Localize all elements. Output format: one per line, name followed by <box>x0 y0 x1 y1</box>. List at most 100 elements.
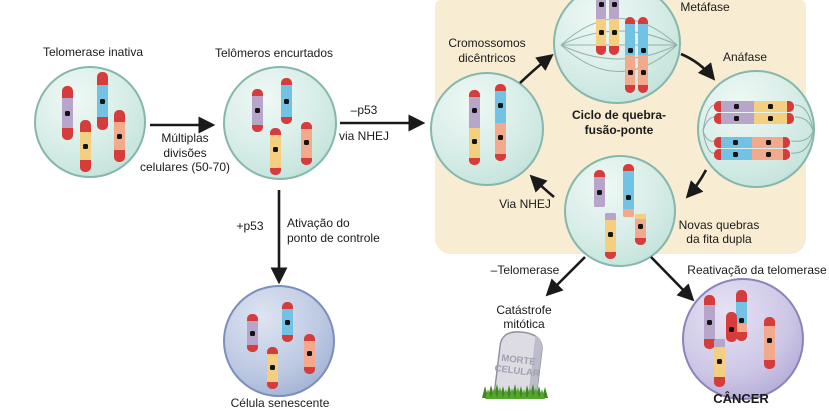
label-via-nhej-1: via NHEJ <box>338 129 390 143</box>
centromere-dot <box>273 146 278 152</box>
label-via-nhej-2: Via NHEJ <box>499 197 551 211</box>
cell-telomerase-inativa <box>34 66 146 178</box>
centromere-dot <box>307 350 312 356</box>
centromere-dot <box>472 138 477 144</box>
centromere-dot <box>729 326 734 332</box>
label-telomerase-inativa: Telomerase inativa <box>42 45 144 59</box>
spindle-fibers-metaphase <box>560 18 678 72</box>
centromere-dot <box>733 116 739 121</box>
centromere-dot <box>284 98 289 104</box>
cell-cromossomos-dicentricos <box>430 72 544 186</box>
chromosome <box>97 72 108 130</box>
label-catastrofe-mitotica: Catástrofe mitótica <box>496 303 552 331</box>
label-anafase: Anáfase <box>722 50 768 64</box>
centromere-dot <box>732 152 738 157</box>
chromosome <box>281 78 292 124</box>
chromosome <box>62 86 73 140</box>
chromosome <box>267 347 278 389</box>
arrow-to-cancer <box>650 256 695 302</box>
chromosome <box>714 113 794 124</box>
centromere-dot <box>640 47 646 53</box>
tombstone-stone: MORTE CELULAR <box>493 331 543 398</box>
centromere-dot <box>100 98 105 104</box>
chromosome <box>469 90 480 165</box>
label-ativacao-ponto-controle: Ativação do ponto de controle <box>287 216 380 245</box>
cell-novas-quebras <box>564 155 676 267</box>
centromere-dot <box>304 139 309 145</box>
centromere-dot <box>270 364 275 370</box>
label-novas-quebras: Novas quebras da fita dupla <box>678 218 760 246</box>
centromere-dot <box>65 110 70 116</box>
centromere-dot <box>472 107 477 113</box>
chromosome <box>596 0 606 55</box>
chromosome <box>638 17 648 93</box>
centromere-dot <box>255 107 260 113</box>
centromere-dot <box>767 104 773 109</box>
chromosome <box>623 164 634 217</box>
arrow-anaphase-to-breaks <box>685 169 708 199</box>
centromere-dot <box>117 133 122 139</box>
centromere-dot <box>83 143 88 149</box>
centromere-dot <box>717 358 722 364</box>
chromosome <box>247 314 258 352</box>
tombstone: MORTE CELULAR <box>482 331 548 399</box>
label-minus-telomerase: –Telomerase <box>490 263 560 277</box>
chromosome <box>301 122 312 165</box>
chromosome <box>495 84 506 161</box>
centromere-dot <box>611 1 617 7</box>
label-minus-p53: –p53 <box>350 103 378 117</box>
label-ciclo-quebra-fusao-ponte: Ciclo de quebra- fusão-ponte <box>571 108 667 137</box>
chromosome <box>704 295 715 349</box>
chromosome <box>304 334 315 374</box>
cell-telomeros-encurtados <box>223 66 337 180</box>
label-telomeros-encurtados: Telômeros encurtados <box>214 46 334 60</box>
centromere-dot <box>611 29 617 35</box>
chromosome <box>605 213 616 259</box>
centromere-dot <box>597 189 602 195</box>
centromere-dot <box>626 194 631 200</box>
centromere-dot <box>285 319 290 325</box>
centromere-dot <box>732 140 738 145</box>
chromosome <box>764 317 775 369</box>
chromosome <box>80 120 91 172</box>
centromere-dot <box>250 330 255 336</box>
chromosome <box>714 137 790 148</box>
centromere-dot <box>627 47 633 53</box>
chromosome <box>714 149 790 160</box>
chromosome <box>282 302 293 342</box>
chromosome <box>635 214 646 245</box>
centromere-dot <box>733 104 739 109</box>
centromere-dot <box>627 69 633 75</box>
centromere-dot <box>767 116 773 121</box>
arrow-via-nhej <box>529 174 555 199</box>
cell-anafase <box>697 70 815 188</box>
label-plus-p53: +p53 <box>236 219 264 233</box>
spindle-fibers-anaphase <box>702 104 813 154</box>
centromere-dot <box>598 29 604 35</box>
centromere-dot <box>498 102 503 108</box>
grass <box>482 384 548 399</box>
chromosome <box>609 0 619 55</box>
centromere-dot <box>640 69 646 75</box>
centromere-dot <box>608 231 613 237</box>
label-cancer: CÂNCER <box>713 391 769 406</box>
centromere-dot <box>765 140 771 145</box>
arrow-to-mitotic-catastrophe <box>545 256 586 297</box>
label-reativacao-telomerase: Reativação da telomerase <box>687 263 827 277</box>
cell-metafase <box>553 0 681 104</box>
centromere-dot <box>498 134 503 140</box>
chromosome <box>736 290 747 341</box>
label-metafase: Metáfase <box>680 0 730 14</box>
centromere-dot <box>638 223 643 229</box>
centromere-dot <box>707 319 712 325</box>
arrow-to-metaphase <box>519 53 554 84</box>
centromere-dot <box>767 337 772 343</box>
cell-cancer <box>682 278 804 400</box>
label-celula-senescente: Célula senescente <box>230 396 330 410</box>
chromosome <box>714 339 725 387</box>
chromosome <box>714 101 794 112</box>
chromosome <box>252 89 263 132</box>
chromosome <box>625 17 635 93</box>
